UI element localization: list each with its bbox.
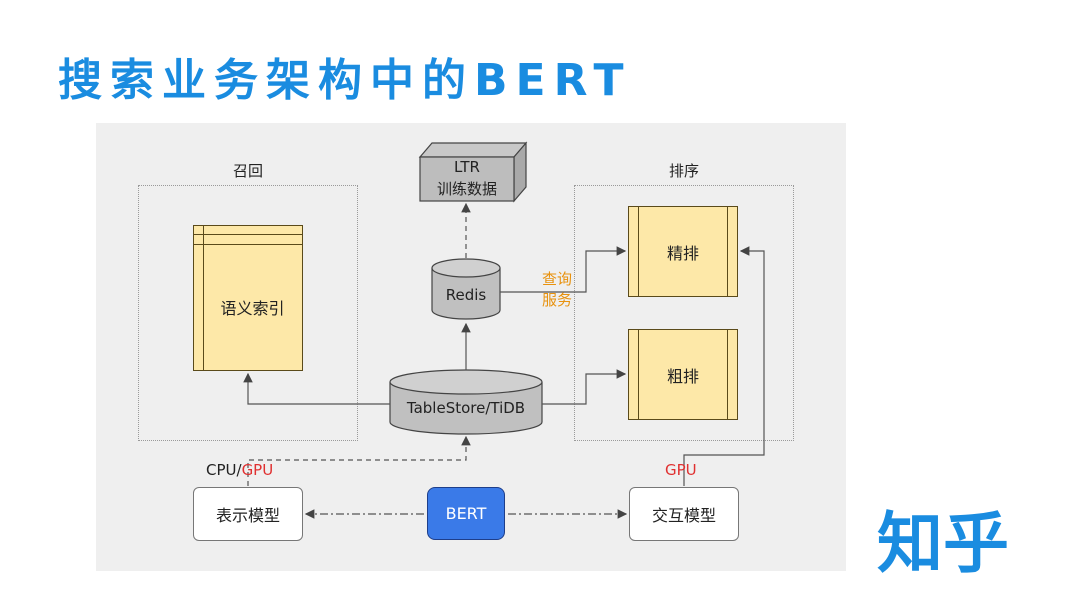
redis-cylinder xyxy=(431,258,501,320)
ranking-zone-label: 排序 xyxy=(668,162,700,180)
bert-box: BERT xyxy=(427,487,505,540)
ltr-data-box xyxy=(418,141,528,203)
semantic-index-box: 语义索引 xyxy=(193,225,303,371)
fine-rank-label: 精排 xyxy=(638,207,728,296)
cpu-gpu-label: CPU/GPU xyxy=(206,461,273,479)
recall-zone-label: 召回 xyxy=(232,162,264,180)
ltr-label: LTR xyxy=(454,158,480,176)
recall-zone xyxy=(138,185,358,441)
ltr-training-data-label: 训练数据 xyxy=(436,180,498,198)
gpu-text-left: GPU xyxy=(241,461,274,479)
semantic-index-label: 语义索引 xyxy=(220,299,285,318)
query-service-label-2: 服务 xyxy=(542,291,573,309)
coarse-rank-label: 粗排 xyxy=(638,330,728,419)
tablestore-cylinder xyxy=(389,369,543,435)
interaction-model-box: 交互模型 xyxy=(629,487,739,541)
redis-label: Redis xyxy=(445,286,487,304)
coarse-rank-box: 粗排 xyxy=(628,329,738,420)
page-title: 搜索业务架构中的BERT xyxy=(58,55,632,106)
query-service-label: 查询 xyxy=(542,270,573,288)
zhihu-logo: 知乎 xyxy=(877,505,1009,582)
tablestore-label: TableStore/TiDB xyxy=(406,399,526,417)
ranking-zone xyxy=(574,185,794,441)
representation-model-box: 表示模型 xyxy=(193,487,303,541)
cpu-text: CPU/ xyxy=(206,461,242,479)
gpu-label-right: GPU xyxy=(665,461,697,479)
fine-rank-box: 精排 xyxy=(628,206,738,297)
